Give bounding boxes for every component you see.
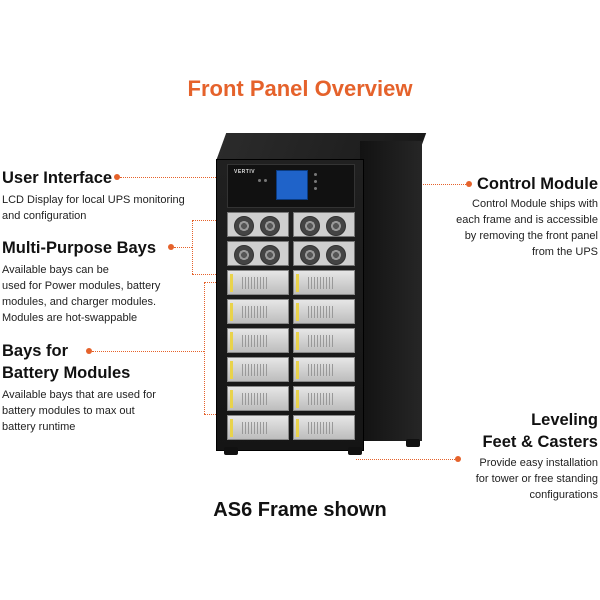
multi-purpose-bays-leader-top bbox=[174, 247, 192, 248]
leveling-heading: Leveling Feet & Casters bbox=[482, 411, 598, 451]
battery-bays-leader-b bbox=[204, 414, 220, 415]
multi-purpose-bays-leader-b bbox=[192, 274, 220, 275]
control-panel: VERTIV bbox=[227, 164, 355, 208]
multi-purpose-bays-heading: Multi-Purpose Bays bbox=[2, 239, 157, 257]
battery-bays-leader-top bbox=[92, 351, 204, 352]
status-led-icon bbox=[258, 179, 261, 182]
ups-cabinet-image: VERTIV bbox=[208, 133, 427, 455]
multi-purpose-bays-leader-vert bbox=[192, 220, 193, 274]
multi-purpose-bays-dot bbox=[168, 244, 174, 250]
fan-icon bbox=[260, 245, 280, 265]
battery-module-row bbox=[227, 270, 355, 295]
caster-foot bbox=[406, 439, 420, 447]
cabinet-side bbox=[360, 141, 422, 441]
fan-icon bbox=[300, 245, 320, 265]
module-bays bbox=[227, 212, 355, 446]
fan-icon bbox=[300, 216, 320, 236]
battery-bays-leader-a bbox=[204, 282, 220, 283]
battery-module-row bbox=[227, 299, 355, 324]
battery-module-row bbox=[227, 357, 355, 382]
status-led-icon bbox=[314, 173, 317, 176]
lcd-display bbox=[276, 170, 308, 200]
fan-icon bbox=[234, 216, 254, 236]
battery-module-row bbox=[227, 415, 355, 440]
battery-bays-dot bbox=[86, 348, 92, 354]
fan-module-row bbox=[227, 241, 355, 266]
fan-icon bbox=[326, 245, 346, 265]
brand-logo: VERTIV bbox=[234, 169, 256, 175]
fan-icon bbox=[260, 216, 280, 236]
user-interface-leader bbox=[120, 177, 272, 178]
caster-foot bbox=[224, 447, 238, 455]
battery-module-row bbox=[227, 328, 355, 353]
status-led-icon bbox=[264, 179, 267, 182]
status-led-icon bbox=[314, 187, 317, 190]
battery-bays-leader-vert bbox=[204, 282, 205, 414]
multi-purpose-bays-leader-a bbox=[192, 220, 220, 221]
caster-foot bbox=[348, 447, 362, 455]
status-led-icon bbox=[314, 180, 317, 183]
frame-caption: AS6 Frame shown bbox=[213, 499, 387, 521]
user-interface-heading: User Interface bbox=[2, 169, 113, 187]
cabinet-front: VERTIV bbox=[216, 159, 364, 451]
leveling-desc: Provide easy installation for tower or f… bbox=[475, 457, 598, 501]
page-title: Front Panel Overview bbox=[187, 76, 413, 101]
user-interface-dot bbox=[114, 174, 120, 180]
multi-purpose-bays-desc: Available bays can be used for Power mod… bbox=[2, 264, 161, 324]
leveling-leader bbox=[356, 459, 455, 460]
control-module-heading: Control Module bbox=[477, 175, 598, 193]
battery-bays-heading: Bays for Battery Modules bbox=[2, 342, 131, 382]
control-module-desc: Control Module ships with each frame and… bbox=[456, 198, 598, 258]
leveling-dot bbox=[455, 456, 461, 462]
battery-module-row bbox=[227, 386, 355, 411]
fan-icon bbox=[326, 216, 346, 236]
fan-icon bbox=[234, 245, 254, 265]
battery-bays-desc: Available bays that are used for battery… bbox=[2, 389, 156, 433]
control-module-dot bbox=[466, 181, 472, 187]
user-interface-desc: LCD Display for local UPS monitoring and… bbox=[2, 194, 185, 222]
fan-module-row bbox=[227, 212, 355, 237]
